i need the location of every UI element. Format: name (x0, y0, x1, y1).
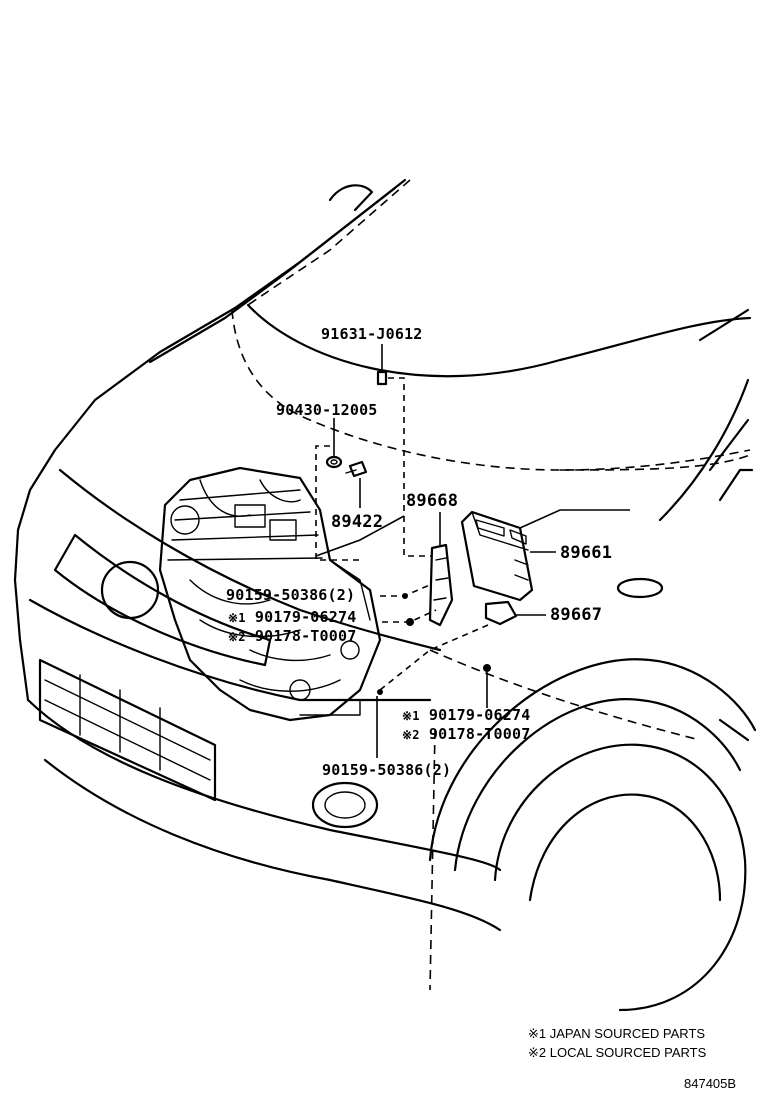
note2-code: 90178-T0007 (428, 725, 531, 743)
legend-note-2-text: LOCAL SOURCED PARTS (549, 1045, 707, 1060)
vehicle-body-outline (13, 178, 757, 1012)
note1-mark: ※1 (402, 709, 420, 723)
callout-89661[interactable]: 89661 (560, 543, 613, 563)
note1-code: 90179-06274 (254, 608, 357, 626)
callout-90159-50386-lower[interactable]: 90159-50386(2) (322, 761, 452, 779)
legend-note-2-mark: ※2 (528, 1045, 547, 1060)
note2-mark: ※2 (228, 630, 246, 644)
legend-note-1-text: JAPAN SOURCED PARTS (549, 1026, 706, 1041)
callout-90430-12005[interactable]: 90430-12005 (276, 401, 378, 419)
callout-89668[interactable]: 89668 (406, 491, 459, 511)
diagram-id: 847405B (684, 1076, 737, 1091)
note2-code: 90178-T0007 (254, 627, 357, 645)
ecu-module-89661 (460, 510, 534, 602)
engine-assembly (158, 466, 382, 722)
small-fasteners (325, 370, 491, 695)
callout-89422[interactable]: 89422 (331, 512, 384, 532)
bracket-89668 (428, 543, 454, 627)
callout-note1-upper[interactable]: ※1 90179-06274 (228, 608, 356, 627)
callout-91631-j0612[interactable]: 91631-J0612 (321, 325, 423, 343)
callout-note1-lower[interactable]: ※1 90179-06274 (402, 706, 530, 725)
callout-note2-upper[interactable]: ※2 90178-T0007 (228, 627, 356, 646)
note2-mark: ※2 (402, 728, 420, 742)
note1-mark: ※1 (228, 611, 246, 625)
legend-note-2: ※2 LOCAL SOURCED PARTS (528, 1045, 706, 1061)
callout-90159-50386-upper[interactable]: 90159-50386(2) (226, 586, 356, 604)
callout-89667[interactable]: 89667 (550, 605, 603, 625)
leader-lines (315, 344, 630, 758)
legend-note-1: ※1 JAPAN SOURCED PARTS (528, 1026, 705, 1042)
callout-note2-lower[interactable]: ※2 90178-T0007 (402, 725, 530, 744)
bracket-89667 (484, 600, 518, 626)
note1-code: 90179-06274 (428, 706, 531, 724)
legend-note-1-mark: ※1 (528, 1026, 547, 1041)
